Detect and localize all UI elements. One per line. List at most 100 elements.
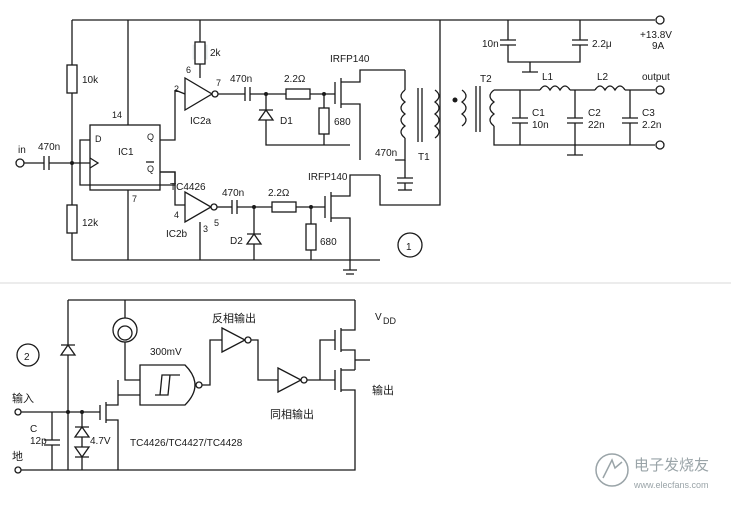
inverter-2: [277, 366, 303, 394]
ic1-label: IC1: [118, 147, 134, 158]
circuit-2: 2 输入 C 12p 4.7V 地 300mV: [12, 299, 396, 474]
c3v-label: 2.2n: [642, 120, 661, 131]
t1-primary: [400, 89, 407, 139]
wire: [247, 233, 261, 260]
cap-12p-label: 12p: [30, 436, 47, 447]
circuit1-number-circle: [397, 232, 423, 258]
watermark-url: www.elecfans.com: [633, 480, 709, 490]
circle: [300, 376, 308, 384]
input-transistor: [99, 380, 119, 470]
ic2b-label: IC2b: [166, 229, 188, 240]
t2-core: [475, 86, 481, 132]
ic2a-buffer: [184, 76, 214, 112]
ground-b: [343, 269, 357, 275]
circle: [244, 336, 252, 344]
resistor-12k: [66, 204, 78, 234]
irfp-b-label: IRFP140: [308, 172, 348, 183]
output2-label: 输出: [372, 383, 394, 397]
mosfet-b: [324, 174, 380, 262]
c3-label: C3: [642, 108, 655, 119]
c2v-label: 22n: [588, 120, 605, 131]
dot: [66, 410, 70, 414]
input2-terminal[interactable]: [14, 408, 22, 416]
q-pin-label: Q: [147, 132, 154, 142]
circle: [117, 325, 133, 341]
clock-symbol: [89, 157, 100, 169]
ic2b-buffer: [184, 190, 213, 224]
supply-label: +13.8V: [640, 30, 672, 41]
t1-core: [417, 88, 423, 142]
cap-10n-top: [500, 20, 581, 63]
circle: [210, 203, 218, 211]
watermark-logo-icon: [595, 453, 629, 487]
inductor-l1: [539, 85, 571, 92]
wire: [75, 426, 89, 447]
c470n-label: 470n: [375, 148, 397, 159]
cap-c2: [567, 90, 583, 145]
input-terminal[interactable]: [15, 158, 25, 168]
schmitt-symbol: [155, 374, 180, 396]
diode-d2: [245, 232, 263, 245]
wire: [160, 90, 176, 141]
pin7b-label: 7: [216, 78, 221, 88]
vdd-label: V: [375, 312, 382, 323]
r680a-label: 680: [334, 117, 351, 128]
resistor-680-b: [305, 223, 317, 251]
input-label: in: [18, 145, 26, 156]
d2-label: D2: [230, 236, 243, 247]
resistor-10k: [66, 64, 78, 94]
threshold-label: 300mV: [150, 347, 182, 358]
r2k-label: 2k: [210, 48, 222, 59]
supply-terminal: [655, 15, 665, 25]
resistor-2r2-a: [285, 88, 311, 100]
output-nmos: [334, 368, 356, 395]
wire: [174, 89, 186, 95]
part-numbers-label: TC4426/TC4427/TC4428: [130, 438, 243, 449]
resistor-2k: [194, 41, 206, 65]
ground2-label: 地: [12, 450, 23, 463]
tc4426-label: TC4426: [170, 182, 206, 193]
cap-12p: [44, 412, 60, 470]
ground2-terminal[interactable]: [14, 466, 22, 474]
zener-diode-bottom: [73, 446, 91, 459]
cap-c1: [512, 90, 528, 145]
t2-label: T2: [480, 74, 492, 85]
cap-22u: [572, 20, 588, 46]
ground-filter: [567, 145, 583, 156]
c2-label: C2: [588, 108, 601, 119]
inverter-1: [221, 326, 247, 354]
cap-c-label: C: [30, 424, 37, 435]
ground-terminal[interactable]: [655, 140, 665, 150]
wire: [202, 339, 222, 386]
ic1-flipflop: [89, 124, 161, 191]
inverted-output-label: 反相输出: [212, 311, 256, 325]
ground-top: [522, 62, 538, 73]
r22b-label: 2.2Ω: [268, 188, 290, 199]
input2-label: 输入: [12, 391, 34, 405]
diode-d1: [257, 108, 275, 121]
output-terminal[interactable]: [655, 85, 665, 95]
circuit2-number: 2: [24, 352, 30, 363]
d1-label: D1: [280, 116, 293, 127]
wire: [493, 126, 655, 146]
input-clamp-diode: [59, 343, 77, 356]
r680b-label: 680: [320, 237, 337, 248]
pin4-label: 4: [174, 210, 179, 220]
cap-470n-t1: [397, 160, 413, 190]
watermark-text: 电子发烧友: [634, 456, 709, 474]
cap-c3: [622, 90, 638, 145]
wire: [124, 342, 140, 381]
input-capacitor: [43, 156, 50, 170]
t1-secondary: [433, 89, 440, 139]
zener-diode-top: [73, 425, 91, 438]
cin-label: 470n: [38, 142, 60, 153]
wire: [75, 456, 89, 470]
circle: [211, 90, 219, 98]
l1-label: L1: [542, 72, 554, 83]
c1v-label: 10n: [532, 120, 549, 131]
wire: [307, 339, 335, 381]
t2-primary: [460, 89, 467, 127]
watermark: 电子发烧友 www.elecfans.com: [595, 453, 709, 490]
path: [602, 458, 623, 479]
